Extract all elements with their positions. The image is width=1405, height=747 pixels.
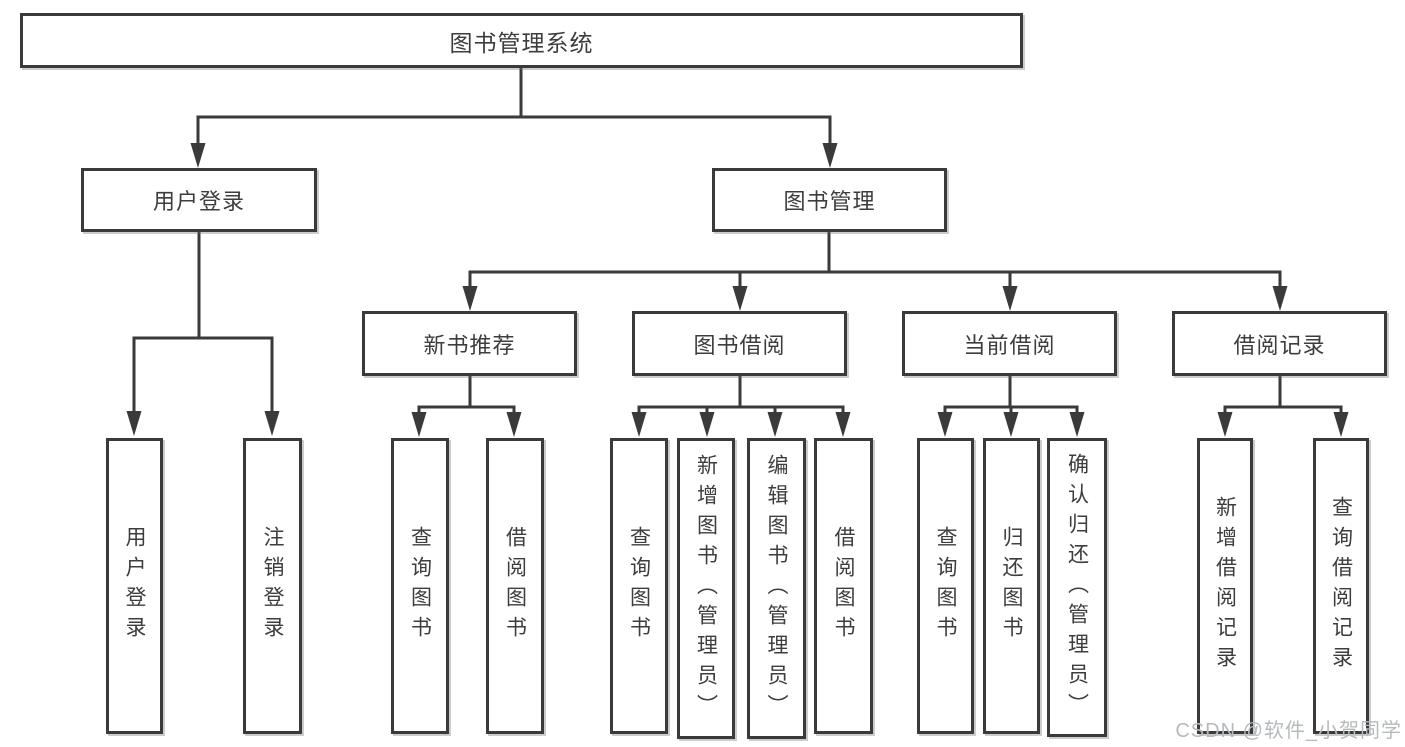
connector-root-to-level2 [190, 66, 838, 168]
leaf-user-login: 用户登录 [106, 438, 163, 734]
leaf-edit-books-admin: 编辑图书（管理员） [747, 438, 806, 739]
leaf-query-borrow-record: 查询借阅记录 [1313, 438, 1369, 734]
node-library-system: 图书管理系统 [20, 13, 1023, 68]
leaf-borrow-query-books-label: 查询图书 [627, 526, 651, 646]
connector-borrow-children [631, 375, 851, 437]
leaf-add-books-admin: 新增图书（管理员） [677, 438, 735, 739]
node-current-borrow: 当前借阅 [902, 311, 1117, 376]
leaf-current-query-books-label: 查询图书 [934, 526, 957, 646]
csdn-watermark: CSDN @软件_小贺同学 [1175, 720, 1402, 742]
leaf-borrow-books: 借阅图书 [814, 438, 873, 734]
connector-records-children [1217, 375, 1349, 437]
leaf-add-books-admin-label: 新增图书（管理员） [694, 453, 718, 724]
leaf-logout-label: 注销登录 [261, 526, 284, 646]
leaf-user-login-label: 用户登录 [123, 526, 146, 646]
leaf-newbook-query-books: 查询图书 [391, 438, 449, 734]
node-user-login-label: 用户登录 [152, 189, 245, 214]
node-borrow-records-label: 借阅记录 [1233, 332, 1326, 358]
node-library-system-label: 图书管理系统 [449, 29, 594, 56]
node-user-login: 用户登录 [81, 168, 317, 232]
node-book-management-label: 图书管理 [783, 189, 876, 214]
leaf-newbook-borrow-books: 借阅图书 [486, 438, 544, 734]
leaf-borrow-books-label: 借阅图书 [832, 526, 855, 646]
node-borrow-records: 借阅记录 [1172, 311, 1387, 376]
connector-login-children [126, 232, 280, 436]
node-current-borrow-label: 当前借阅 [963, 332, 1056, 358]
leaf-borrow-query-books: 查询图书 [610, 438, 668, 734]
connector-management-children [462, 232, 1288, 311]
leaf-current-query-books: 查询图书 [917, 438, 974, 734]
node-book-borrow: 图书借阅 [632, 311, 847, 376]
connector-newbook-children [411, 375, 522, 437]
connector-current-children [937, 375, 1085, 437]
node-new-book-recommend: 新书推荐 [362, 311, 577, 376]
leaf-logout: 注销登录 [243, 438, 302, 734]
leaf-confirm-return-admin: 确认归还（管理员） [1047, 438, 1107, 737]
leaf-query-borrow-record-label: 查询借阅记录 [1329, 496, 1353, 676]
leaf-newbook-query-books-label: 查询图书 [408, 526, 432, 646]
node-book-management: 图书管理 [712, 168, 947, 232]
node-new-book-recommend-label: 新书推荐 [423, 332, 516, 358]
leaf-confirm-return-admin-label: 确认归还（管理员） [1065, 452, 1089, 723]
leaf-add-borrow-record-label: 新增借阅记录 [1213, 496, 1237, 676]
leaf-add-borrow-record: 新增借阅记录 [1197, 438, 1253, 734]
leaf-newbook-borrow-books-label: 借阅图书 [503, 526, 527, 646]
leaf-edit-books-admin-label: 编辑图书（管理员） [765, 453, 788, 724]
leaf-return-books-label: 归还图书 [1000, 526, 1023, 646]
node-book-borrow-label: 图书借阅 [693, 332, 786, 358]
leaf-return-books: 归还图书 [983, 438, 1040, 734]
